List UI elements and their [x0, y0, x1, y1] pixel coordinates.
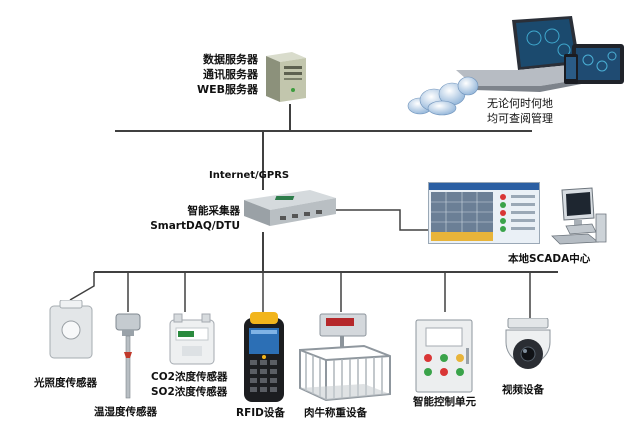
rfid-handheld-icon [240, 312, 288, 404]
gas-sensor-icon [168, 312, 216, 368]
camera-label: 视频设备 [502, 384, 544, 396]
smart-collector-icon [240, 186, 340, 234]
server-label-line-2: 通讯服务器 [203, 68, 258, 81]
drop-light-sensor [69, 272, 95, 301]
collector-label-line-1: 智能采集器 [187, 205, 241, 217]
collector-label-line-2: SmartDAQ/DTU [150, 220, 240, 232]
remote-access-line-2: 均可查阅管理 [487, 112, 553, 125]
dome-camera-icon [498, 317, 558, 380]
cattle-scale-icon [294, 312, 394, 404]
drop-camera [505, 271, 531, 318]
remote-access-label: 无论何时何地 均可查阅管理 [487, 96, 553, 126]
temp-humidity-sensor-label: 温湿度传感器 [94, 406, 157, 418]
cloud-icon [406, 72, 486, 120]
so2-sensor-label: SO2浓度传感器 [151, 386, 228, 398]
co2-sensor-label: CO2浓度传感器 [151, 371, 228, 383]
scada-screen-panel [428, 182, 540, 244]
server-label: 数据服务器 通讯服务器 WEB服务器 [150, 52, 258, 97]
light-sensor-label: 光照度传感器 [34, 377, 97, 389]
remote-devices-icon [452, 14, 632, 104]
scada-link-line [335, 209, 428, 231]
server-label-line-3: WEB服务器 [196, 83, 258, 96]
remote-access-line-1: 无论何时何地 [487, 97, 553, 110]
temp-humidity-sensor-icon [110, 312, 146, 402]
desktop-computer-icon [548, 186, 610, 248]
control-cabinet-icon [412, 318, 476, 394]
collector-label: 智能采集器 SmartDAQ/DTU [150, 204, 240, 234]
server-label-line-1: 数据服务器 [203, 53, 258, 66]
internet-gprs-label: Internet/GPRS [209, 170, 290, 181]
server-tower-icon [262, 48, 308, 104]
scada-center-label: 本地SCADA中心 [508, 253, 591, 265]
light-sensor-icon [46, 299, 96, 362]
rfid-label: RFID设备 [236, 407, 285, 419]
control-unit-label: 智能控制单元 [413, 396, 476, 408]
cattle-scale-label: 肉牛称重设备 [304, 407, 367, 419]
